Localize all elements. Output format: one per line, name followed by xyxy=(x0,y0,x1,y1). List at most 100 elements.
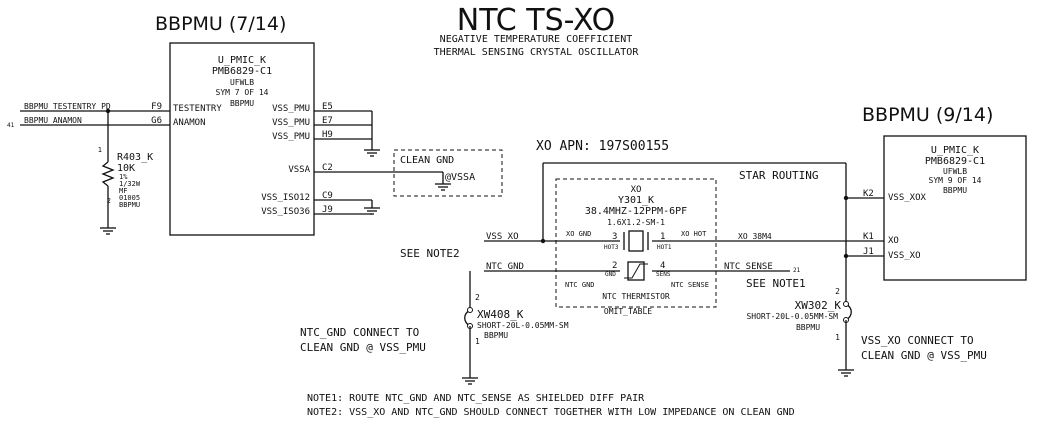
junction-vss-xo xyxy=(540,238,546,244)
xo-package: 1.6X1.2-SM-1 xyxy=(607,218,665,227)
omit-table-label: OMIT_TABLE xyxy=(604,307,652,316)
right-pmic-sym: SYM 9 OF 14 xyxy=(929,176,982,185)
pin-name-vss-pmu-e5: VSS_PMU xyxy=(272,104,310,114)
xo-apn: XO APN: 197S00155 xyxy=(536,139,669,154)
pin-F9: F9 xyxy=(151,102,162,112)
xw302-ref: XW302_K xyxy=(795,299,842,312)
note-2: NOTE2: VSS_XO AND NTC_GND SHOULD CONNECT… xyxy=(307,407,795,418)
xw302-pin-1: 1 xyxy=(835,333,840,342)
xw302-pin-2: 2 xyxy=(835,287,840,296)
pin-K1: K1 xyxy=(863,232,874,242)
pin-J9: J9 xyxy=(322,205,333,215)
net-ntc-gnd: NTC_GND xyxy=(486,262,524,272)
r403-value: 10K xyxy=(117,163,135,174)
net-anamon: BBPMU_ANAMON xyxy=(24,116,82,125)
r403-power: 1/32W xyxy=(119,180,141,188)
xo-sens-label: SENS xyxy=(656,271,671,278)
see-note1: SEE NOTE1 xyxy=(746,277,806,290)
ntc-sense-pin-label: NTC SENSE xyxy=(671,281,709,289)
pin-C9: C9 xyxy=(322,191,333,201)
xo-pin-4: 4 xyxy=(660,261,665,271)
net-xo-38m4: XO_38M4 xyxy=(738,232,772,241)
vss-xo-note-line-2: CLEAN GND @ VSS_PMU xyxy=(861,349,987,362)
pin-name-anamon: ANAMON xyxy=(173,118,206,128)
ground-symbol-xw408 xyxy=(462,377,478,385)
right-pmic-domain: BBPMU xyxy=(943,186,967,195)
right-pmic-part: PMB6829-C1 xyxy=(925,156,985,167)
left-block-heading: BBPMU (7/14) xyxy=(155,13,286,35)
ntc-thermistor-label: NTC THERMISTOR xyxy=(602,292,670,301)
r403-pin2: 2 xyxy=(107,197,111,205)
pin-G6: G6 xyxy=(151,116,162,126)
ntc-sense-ref: 21 xyxy=(793,267,801,274)
r403-package: 01005 xyxy=(119,194,140,202)
pin-J1: J1 xyxy=(863,247,874,257)
clean-gnd-label: CLEAN GND xyxy=(400,155,454,166)
r403-pin1: 1 xyxy=(98,146,102,154)
left-pmic-domain: BBPMU xyxy=(230,99,254,108)
left-pmic-ref: U_PMIC_K xyxy=(218,55,266,66)
vss-xo-note-line-1: VSS_XO CONNECT TO xyxy=(861,334,974,347)
xo-ref: Y301_K xyxy=(618,195,654,206)
pin-name-vss-iso36: VSS_ISO36 xyxy=(261,207,310,217)
pin-C2: C2 xyxy=(322,163,333,173)
pin-name-vss-iso12: VSS_ISO12 xyxy=(261,193,310,203)
star-routing-label: STAR ROUTING xyxy=(739,169,818,182)
see-note2: SEE NOTE2 xyxy=(400,247,460,260)
pin-name-xo: XO xyxy=(888,236,899,246)
ground-symbol-xw302 xyxy=(838,369,854,377)
net-vss-xo-left: VSS_XO xyxy=(486,232,519,242)
right-pmic-package: UFWLB xyxy=(943,167,967,176)
pin-E5: E5 xyxy=(322,102,333,112)
net-ntc-sense: NTC_SENSE xyxy=(724,262,773,272)
xo-hot3-label: HOT3 xyxy=(604,244,619,251)
xw408-domain: BBPMU xyxy=(484,331,508,340)
xo-hot-pin-label: XO HOT xyxy=(681,230,707,238)
pin-K2: K2 xyxy=(863,189,874,199)
xw302-package: SHORT-20L-0.05MM-SM xyxy=(746,312,838,321)
right-block-heading: BBPMU (9/14) xyxy=(862,104,993,126)
xw408-package: SHORT-20L-0.05MM-SM xyxy=(477,321,569,330)
pin-name-vss-xo: VSS_XO xyxy=(888,251,921,261)
crystal-symbol xyxy=(623,230,649,252)
right-pmic-ref: U_PMIC_K xyxy=(931,145,979,156)
ntc-gnd-note-line-1: NTC_GND CONNECT TO xyxy=(300,326,419,339)
ground-symbol-vss-iso xyxy=(364,207,380,215)
r403-tolerance: 1% xyxy=(119,173,128,181)
xo-pin-1: 1 xyxy=(660,232,665,242)
right-pmic-symbol xyxy=(883,135,1027,281)
sheet-ref-41: 41 xyxy=(7,122,15,129)
pin-E7: E7 xyxy=(322,116,333,126)
xw408-pad-2 xyxy=(467,307,473,313)
ground-symbol-vss-pmu xyxy=(364,149,380,157)
thermistor-symbol xyxy=(624,261,648,281)
xo-pin-2: 2 xyxy=(612,261,617,271)
ntc-gnd-note-line-2: CLEAN GND @ VSS_PMU xyxy=(300,341,426,354)
subtitle-line-1: NEGATIVE TEMPERATURE COEFFICIENT xyxy=(440,34,633,45)
ntc-gnd-pin-label: NTC GND xyxy=(565,281,595,289)
r403-type: MF xyxy=(119,187,127,195)
left-pmic-package: UFWLB xyxy=(230,78,254,87)
pin-name-vss-pmu-h9: VSS_PMU xyxy=(272,132,310,142)
left-pmic-part: PMB6829-C1 xyxy=(212,66,272,77)
ground-symbol-vssa xyxy=(435,183,451,191)
pin-H9: H9 xyxy=(322,130,333,140)
pin-name-vss-pmu-e7: VSS_PMU xyxy=(272,118,310,128)
xw302-domain: BBPMU xyxy=(796,323,820,332)
ground-symbol-r403 xyxy=(100,227,116,235)
page-title: NTC TS-XO xyxy=(457,3,615,38)
r403-domain: BBPMU xyxy=(119,201,140,209)
r403-zigzag xyxy=(101,161,115,187)
clean-gnd-net: @VSSA xyxy=(445,172,475,183)
xw408-ref: XW408_K xyxy=(477,308,524,321)
xo-value: 38.4MHZ-12PPM-6PF xyxy=(585,206,687,217)
xw302-pad-2 xyxy=(843,301,849,307)
xo-pin-3: 3 xyxy=(612,232,617,242)
note-1: NOTE1: ROUTE NTC_GND AND NTC_SENSE AS SH… xyxy=(307,393,645,404)
xo-label: XO xyxy=(631,185,642,195)
subtitle-line-2: THERMAL SENSING CRYSTAL OSCILLATOR xyxy=(434,47,640,58)
xo-gnd-label: GND xyxy=(605,271,616,278)
xo-package-outline xyxy=(555,178,717,308)
xw408-pin-2: 2 xyxy=(475,293,480,302)
pin-name-vss-xox: VSS_XOX xyxy=(888,193,927,203)
